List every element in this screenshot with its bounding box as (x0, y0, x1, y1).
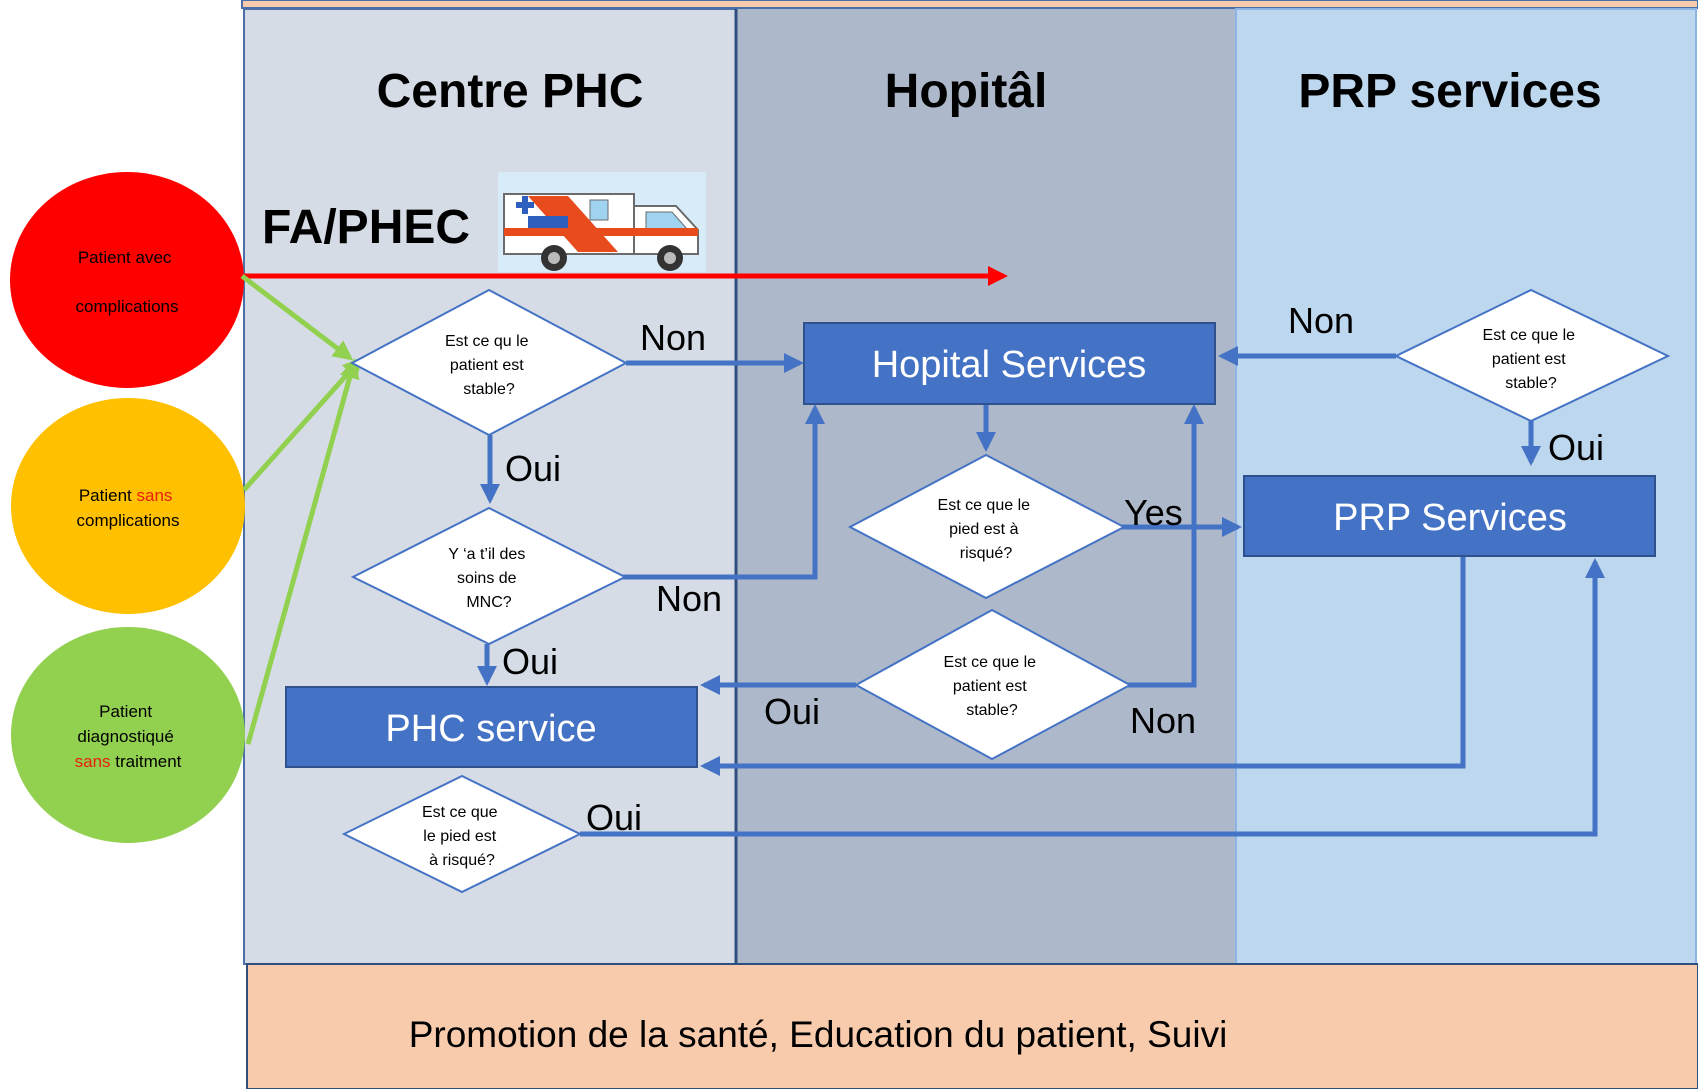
svg-text:Est ce que le pied est à: Est ce que le pied est à risqué? (938, 497, 1035, 562)
arrow-complications-to-decision (240, 274, 354, 361)
patient-complications-circle (10, 172, 244, 388)
svg-text:Est ce qu le patient est: Est ce qu le patient est stable? (445, 333, 533, 398)
decision-hosp-pied: Est ce que le pied est à risqué? (847, 453, 1127, 600)
label-hosp-stable-non: Non (1130, 700, 1196, 741)
svg-text:Est ce que le patient es: Est ce que le patient est stable? (944, 654, 1041, 719)
arrow-diagnostique-to-decision (245, 358, 360, 745)
label-phc-stable-non: Non (640, 317, 706, 358)
flow-arrows (477, 346, 1605, 837)
fa-phec-label: FA/PHEC (262, 201, 470, 254)
label-phc-pied-oui: Oui (586, 797, 642, 838)
column-title-phc: Centre PHC (377, 65, 644, 118)
arrow-phc-pied-oui (580, 558, 1605, 837)
box-prp-services: PRP Services (1243, 475, 1656, 557)
decision-phc-mnc: Y ‘a t’il des soins de MNC? (350, 506, 628, 646)
column-title-hospital: Hopitâl (885, 65, 1048, 118)
decision-phc-stable: Est ce qu le patient est stable? (349, 288, 629, 437)
ambulance-icon (498, 172, 706, 272)
patient-sans-complications-circle (11, 398, 245, 614)
top-band (241, 0, 1698, 9)
footer-label: Promotion de la santé, Education du pati… (409, 1014, 1228, 1055)
box-phc-service: PHC service (285, 686, 698, 768)
column-title-prp: PRP services (1298, 65, 1601, 118)
label-phc-stable-oui: Oui (505, 448, 561, 489)
arrow-hosp-stable-non (1128, 404, 1204, 688)
patient-diagnostique-circle (11, 627, 245, 843)
label-hosp-pied-yes: Yes (1124, 492, 1183, 533)
arrow-phc-mnc-non (622, 404, 825, 580)
label-phc-mnc-oui: Oui (502, 641, 558, 682)
decision-phc-pied: Est ce que le pied est à risqué? (341, 774, 583, 894)
footer-band (246, 963, 1698, 1089)
arrow-prp-to-phc-service (700, 556, 1466, 776)
patient-diagnostique-label: Patient diagnostiqué sans traitment (75, 702, 182, 771)
svg-text:PRP Services: PRP Services (1333, 497, 1567, 539)
svg-text:Est ce que le pied est: Est ce que le pied est à risqué? (422, 804, 502, 869)
box-hospital-services: Hopital Services (803, 322, 1216, 405)
svg-text:Hopital Services: Hopital Services (872, 344, 1147, 386)
svg-text:Y ‘a t’il des soins de: Y ‘a t’il des soins de MNC? (448, 546, 530, 611)
label-hosp-stable-oui: Oui (764, 691, 820, 732)
svg-text:Est ce que le patient es: Est ce que le patient est stable? (1483, 327, 1580, 392)
arrow-sans-complications-to-decision (242, 357, 363, 492)
label-prp-stable-oui: Oui (1548, 427, 1604, 468)
patient-complications-label: Patient avec complications (76, 248, 179, 316)
decision-prp-stable: Est ce que le patient est stable? (1393, 288, 1671, 423)
label-prp-stable-non: Non (1288, 300, 1354, 341)
label-phc-mnc-non: Non (656, 578, 722, 619)
decision-hosp-stable: Est ce que le patient est stable? (853, 608, 1133, 761)
patient-sans-complications-label: Patient sans complications (77, 486, 180, 530)
svg-text:PHC service: PHC service (385, 708, 596, 750)
